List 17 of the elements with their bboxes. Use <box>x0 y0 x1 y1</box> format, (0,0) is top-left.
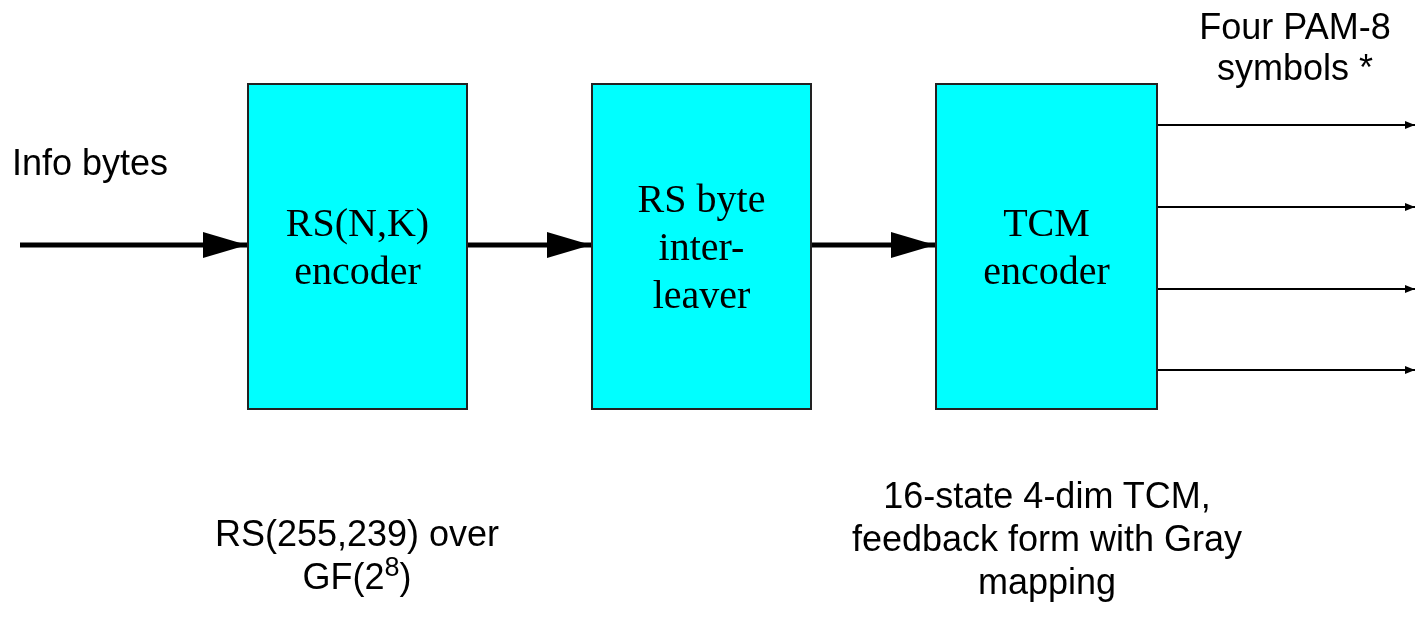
arrow <box>468 232 591 258</box>
arrow <box>812 232 935 258</box>
arrow <box>1157 203 1416 211</box>
arrow <box>1157 366 1416 374</box>
box-label: RS(N,K) encoder <box>284 198 431 295</box>
box-label: RS byte inter- leaver <box>636 174 767 319</box>
arrow <box>1157 121 1416 129</box>
arrow <box>20 232 247 258</box>
box-label: TCM encoder <box>982 198 1111 295</box>
edge-label: Info bytes <box>12 141 169 185</box>
process-box <box>591 83 812 410</box>
node-caption: RS(255,239) over GF(2$^{8}$) <box>213 512 501 599</box>
process-box <box>935 83 1158 410</box>
process-box <box>247 83 468 410</box>
arrow <box>1157 285 1416 293</box>
output-label: Four PAM-8 symbols * <box>1198 6 1392 89</box>
node-caption: 16-state 4-dim TCM, feedback form with Gray mapping <box>850 474 1244 604</box>
